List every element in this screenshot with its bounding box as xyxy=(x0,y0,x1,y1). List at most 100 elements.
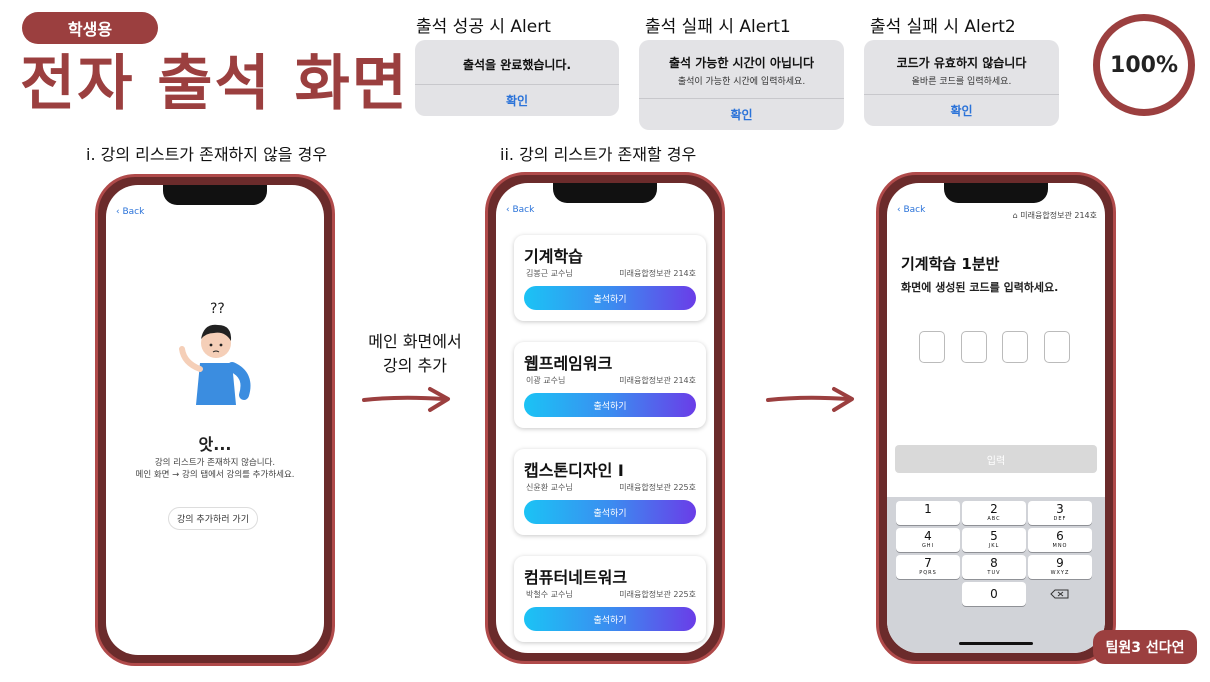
key-1[interactable]: 1 xyxy=(896,501,960,525)
key-number: 4 xyxy=(924,529,932,543)
key-letters: TUV xyxy=(987,570,1001,576)
add-course-button[interactable]: 강의 추가하러 가기 xyxy=(168,507,258,530)
building-icon: ⌂ xyxy=(1012,211,1021,220)
key-number: 6 xyxy=(1056,529,1064,543)
key-letters: MNO xyxy=(1052,543,1068,549)
confused-person-illustration xyxy=(179,324,251,405)
key-number: 9 xyxy=(1056,556,1064,570)
middle-note-line2: 강의 추가 xyxy=(383,356,447,375)
course-room: 미래융합정보관 225호 xyxy=(619,483,696,492)
empty-message-line1: 강의 리스트가 존재하지 않습니다. xyxy=(154,458,276,468)
question-marks: ?? xyxy=(210,301,225,317)
phone-screen: ‹ Back ?? 앗... 강의 리스트가 존재하지 않습니다. 메인 화면 … xyxy=(106,185,324,655)
phone-course-list: ‹ Back 기계학습 김봉근 교수님 미래융합정보관 214호 출석하기 웹프… xyxy=(485,172,725,664)
course-name: 컴퓨터네트워크 xyxy=(524,568,628,587)
course-card: 캡스톤디자인 I 신윤환 교수님 미래융합정보관 225호 출석하기 xyxy=(514,449,706,535)
code-instruction: 화면에 생성된 코드를 입력하세요. xyxy=(901,281,1059,294)
audience-tag: 학생용 xyxy=(22,12,158,44)
course-professor: 신윤환 교수님 xyxy=(526,483,573,492)
alert-title: 출석 가능한 시간이 아닙니다 xyxy=(668,56,814,70)
arrow-right-icon xyxy=(766,387,854,412)
empty-section-caption: i. 강의 리스트가 존재하지 않을 경우 xyxy=(86,145,328,164)
back-label: Back xyxy=(122,207,145,217)
course-card: 기계학습 김봉근 교수님 미래융합정보관 214호 출석하기 xyxy=(514,235,706,321)
delete-key[interactable] xyxy=(1028,582,1092,606)
phone-notch xyxy=(553,183,657,203)
key-0[interactable]: 0 xyxy=(962,582,1026,606)
attend-button[interactable]: 출석하기 xyxy=(524,286,696,310)
course-room: 미래융합정보관 225호 xyxy=(619,590,696,599)
alert-fail1-caption: 출석 실패 시 Alert1 xyxy=(645,17,791,37)
alert-message: 올바른 코드를 입력하세요. xyxy=(911,77,1012,87)
middle-note: 메인 화면에서 강의 추가 xyxy=(352,330,478,378)
key-letters: WXYZ xyxy=(1050,570,1070,576)
alert-confirm-button[interactable]: 확인 xyxy=(864,94,1059,126)
course-card: 웹프레임워크 이광 교수님 미래융합정보관 214호 출석하기 xyxy=(514,342,706,428)
back-button[interactable]: ‹ Back xyxy=(897,205,925,215)
key-number: 3 xyxy=(1056,502,1064,516)
submit-code-button[interactable]: 입력 xyxy=(895,445,1097,473)
phone-code-entry: ‹ Back ⌂ 미래융합정보관 214호 기계학습 1분반 화면에 생성된 코… xyxy=(876,172,1116,664)
phone-notch xyxy=(944,183,1048,203)
alert-confirm-button[interactable]: 확인 xyxy=(415,84,619,116)
code-digit-field[interactable] xyxy=(1044,331,1070,363)
course-card: 컴퓨터네트워크 박철수 교수님 미래융합정보관 225호 출석하기 xyxy=(514,556,706,642)
empty-heading: 앗... xyxy=(198,435,232,454)
key-letters: DEF xyxy=(1053,516,1067,522)
course-room: 미래융합정보관 214호 xyxy=(619,376,696,385)
key-letters: PQRS xyxy=(919,570,937,576)
empty-message-line2: 메인 화면 → 강의 탭에서 강의를 추가하세요. xyxy=(135,470,295,480)
chevron-left-icon: ‹ xyxy=(897,205,904,215)
phone-empty-state: ‹ Back ?? 앗... 강의 리스트가 존재하지 않습니다. 메인 화면 … xyxy=(95,174,335,666)
alert-fail-code: 코드가 유효하지 않습니다 올바른 코드를 입력하세요. 확인 xyxy=(864,40,1059,126)
key-letters: JKL xyxy=(988,543,1000,549)
phone-notch xyxy=(163,185,267,205)
code-digit-field[interactable] xyxy=(961,331,987,363)
attend-button[interactable]: 출석하기 xyxy=(524,393,696,417)
phone-screen: ‹ Back 기계학습 김봉근 교수님 미래융합정보관 214호 출석하기 웹프… xyxy=(496,183,714,653)
alert-title: 코드가 유효하지 않습니다 xyxy=(896,56,1027,70)
attend-button[interactable]: 출석하기 xyxy=(524,607,696,631)
course-professor: 김봉근 교수님 xyxy=(526,269,573,278)
course-name: 기계학습 xyxy=(524,247,583,266)
code-digit-field[interactable] xyxy=(919,331,945,363)
code-digit-field[interactable] xyxy=(1002,331,1028,363)
alert-success-caption: 출석 성공 시 Alert xyxy=(416,17,551,37)
course-name: 캡스톤디자인 I xyxy=(524,461,624,480)
course-professor: 이광 교수님 xyxy=(526,376,566,385)
empty-message: 강의 리스트가 존재하지 않습니다. 메인 화면 → 강의 탭에서 강의를 추가… xyxy=(106,457,324,481)
progress-label: 100% xyxy=(1110,52,1178,78)
key-number: 0 xyxy=(990,587,998,601)
backspace-icon xyxy=(1050,589,1069,599)
phone-screen: ‹ Back ⌂ 미래융합정보관 214호 기계학습 1분반 화면에 생성된 코… xyxy=(887,183,1105,653)
attend-button[interactable]: 출석하기 xyxy=(524,500,696,524)
key-letters: ABC xyxy=(987,516,1001,522)
alert-success: 출석을 완료했습니다. 확인 xyxy=(415,40,619,116)
back-button[interactable]: ‹ Back xyxy=(506,205,534,215)
key-letters: GHI xyxy=(921,543,935,549)
arrow-right-icon xyxy=(362,387,450,412)
author-badge: 팀원3 선다연 xyxy=(1093,630,1197,664)
key-number: 5 xyxy=(990,529,998,543)
room-label: 미래융합정보관 214호 xyxy=(1020,211,1097,220)
alert-confirm-button[interactable]: 확인 xyxy=(639,98,844,130)
chevron-left-icon: ‹ xyxy=(506,205,513,215)
alert-message: 출석이 가능한 시간에 입력하세요. xyxy=(677,77,806,87)
back-button[interactable]: ‹ Back xyxy=(116,207,144,217)
back-label: Back xyxy=(903,205,926,215)
key-number: 7 xyxy=(924,556,932,570)
course-name: 웹프레임워크 xyxy=(524,354,613,373)
key-number: 2 xyxy=(990,502,998,516)
key-number: 1 xyxy=(924,502,932,516)
home-indicator xyxy=(959,642,1033,645)
course-room: 미래융합정보관 214호 xyxy=(619,269,696,278)
